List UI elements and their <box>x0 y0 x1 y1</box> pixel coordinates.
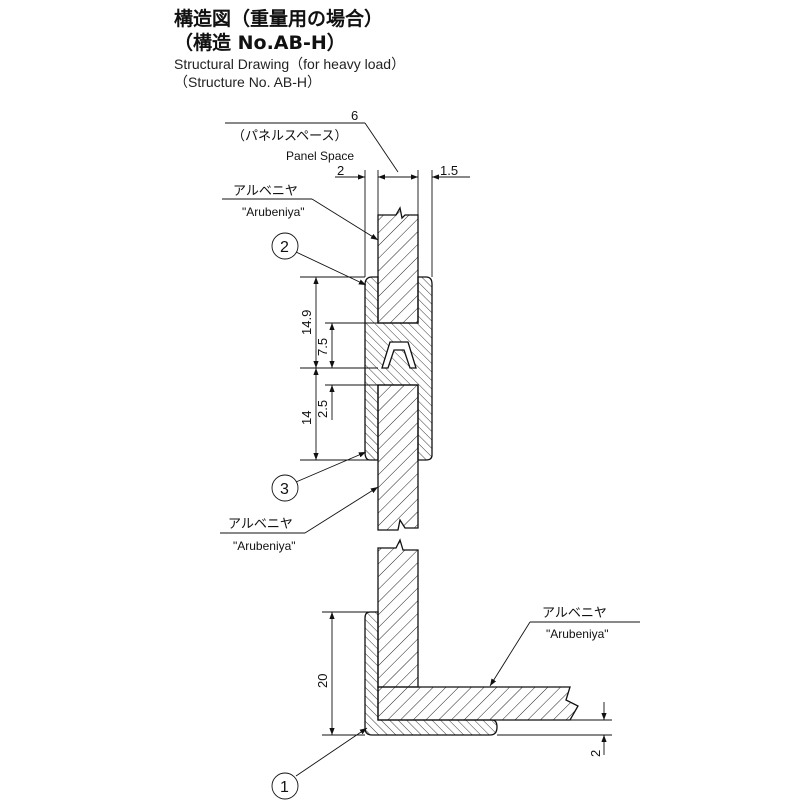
callout-3: 3 <box>280 481 289 498</box>
dim-upper-height: 14.9 <box>299 310 314 335</box>
upper-panel <box>377 206 419 324</box>
dim-angle-thickness: 2 <box>588 750 603 757</box>
dim-channel: 7.5 <box>315 338 330 356</box>
callout-circle-1 <box>271 772 299 800</box>
callout-circle-3 <box>271 474 299 502</box>
dim-lip: 2.5 <box>315 400 330 418</box>
label-jp-1: アルベニヤ <box>233 183 298 198</box>
title-jp-line2: （構造 No.AB-H） <box>174 32 346 54</box>
panel-space-jp: （パネルスペース） <box>232 128 347 143</box>
angle-profile <box>364 611 498 736</box>
dim-angle-height: 20 <box>315 674 330 688</box>
label-jp-2: アルベニヤ <box>228 516 293 531</box>
bottom-panel <box>377 686 579 721</box>
middle-panel <box>377 384 419 531</box>
label-en-1: "Arubeniya" <box>242 205 305 219</box>
lower-panel <box>377 538 419 688</box>
title-en-line1: Structural Drawing（for heavy load） <box>174 56 406 72</box>
label-en-2: "Arubeniya" <box>233 539 296 553</box>
dim-panel-space: 6 <box>351 108 358 123</box>
label-en-3: "Arubeniya" <box>546 627 609 641</box>
panel-space-en: Panel Space <box>286 149 354 163</box>
label-jp-3: アルベニヤ <box>542 605 607 620</box>
dim-lower-height: 14 <box>299 411 314 425</box>
callout-2: 2 <box>280 239 289 256</box>
dim-right-gap: 1.5 <box>440 163 458 178</box>
dim-left-gap: 2 <box>337 163 344 178</box>
callout-1: 1 <box>280 779 289 796</box>
title-jp-line1: 構造図（重量用の場合） <box>174 8 384 30</box>
callout-circle-2 <box>271 232 299 260</box>
title-en-line2: （Structure No. AB-H） <box>174 74 322 90</box>
